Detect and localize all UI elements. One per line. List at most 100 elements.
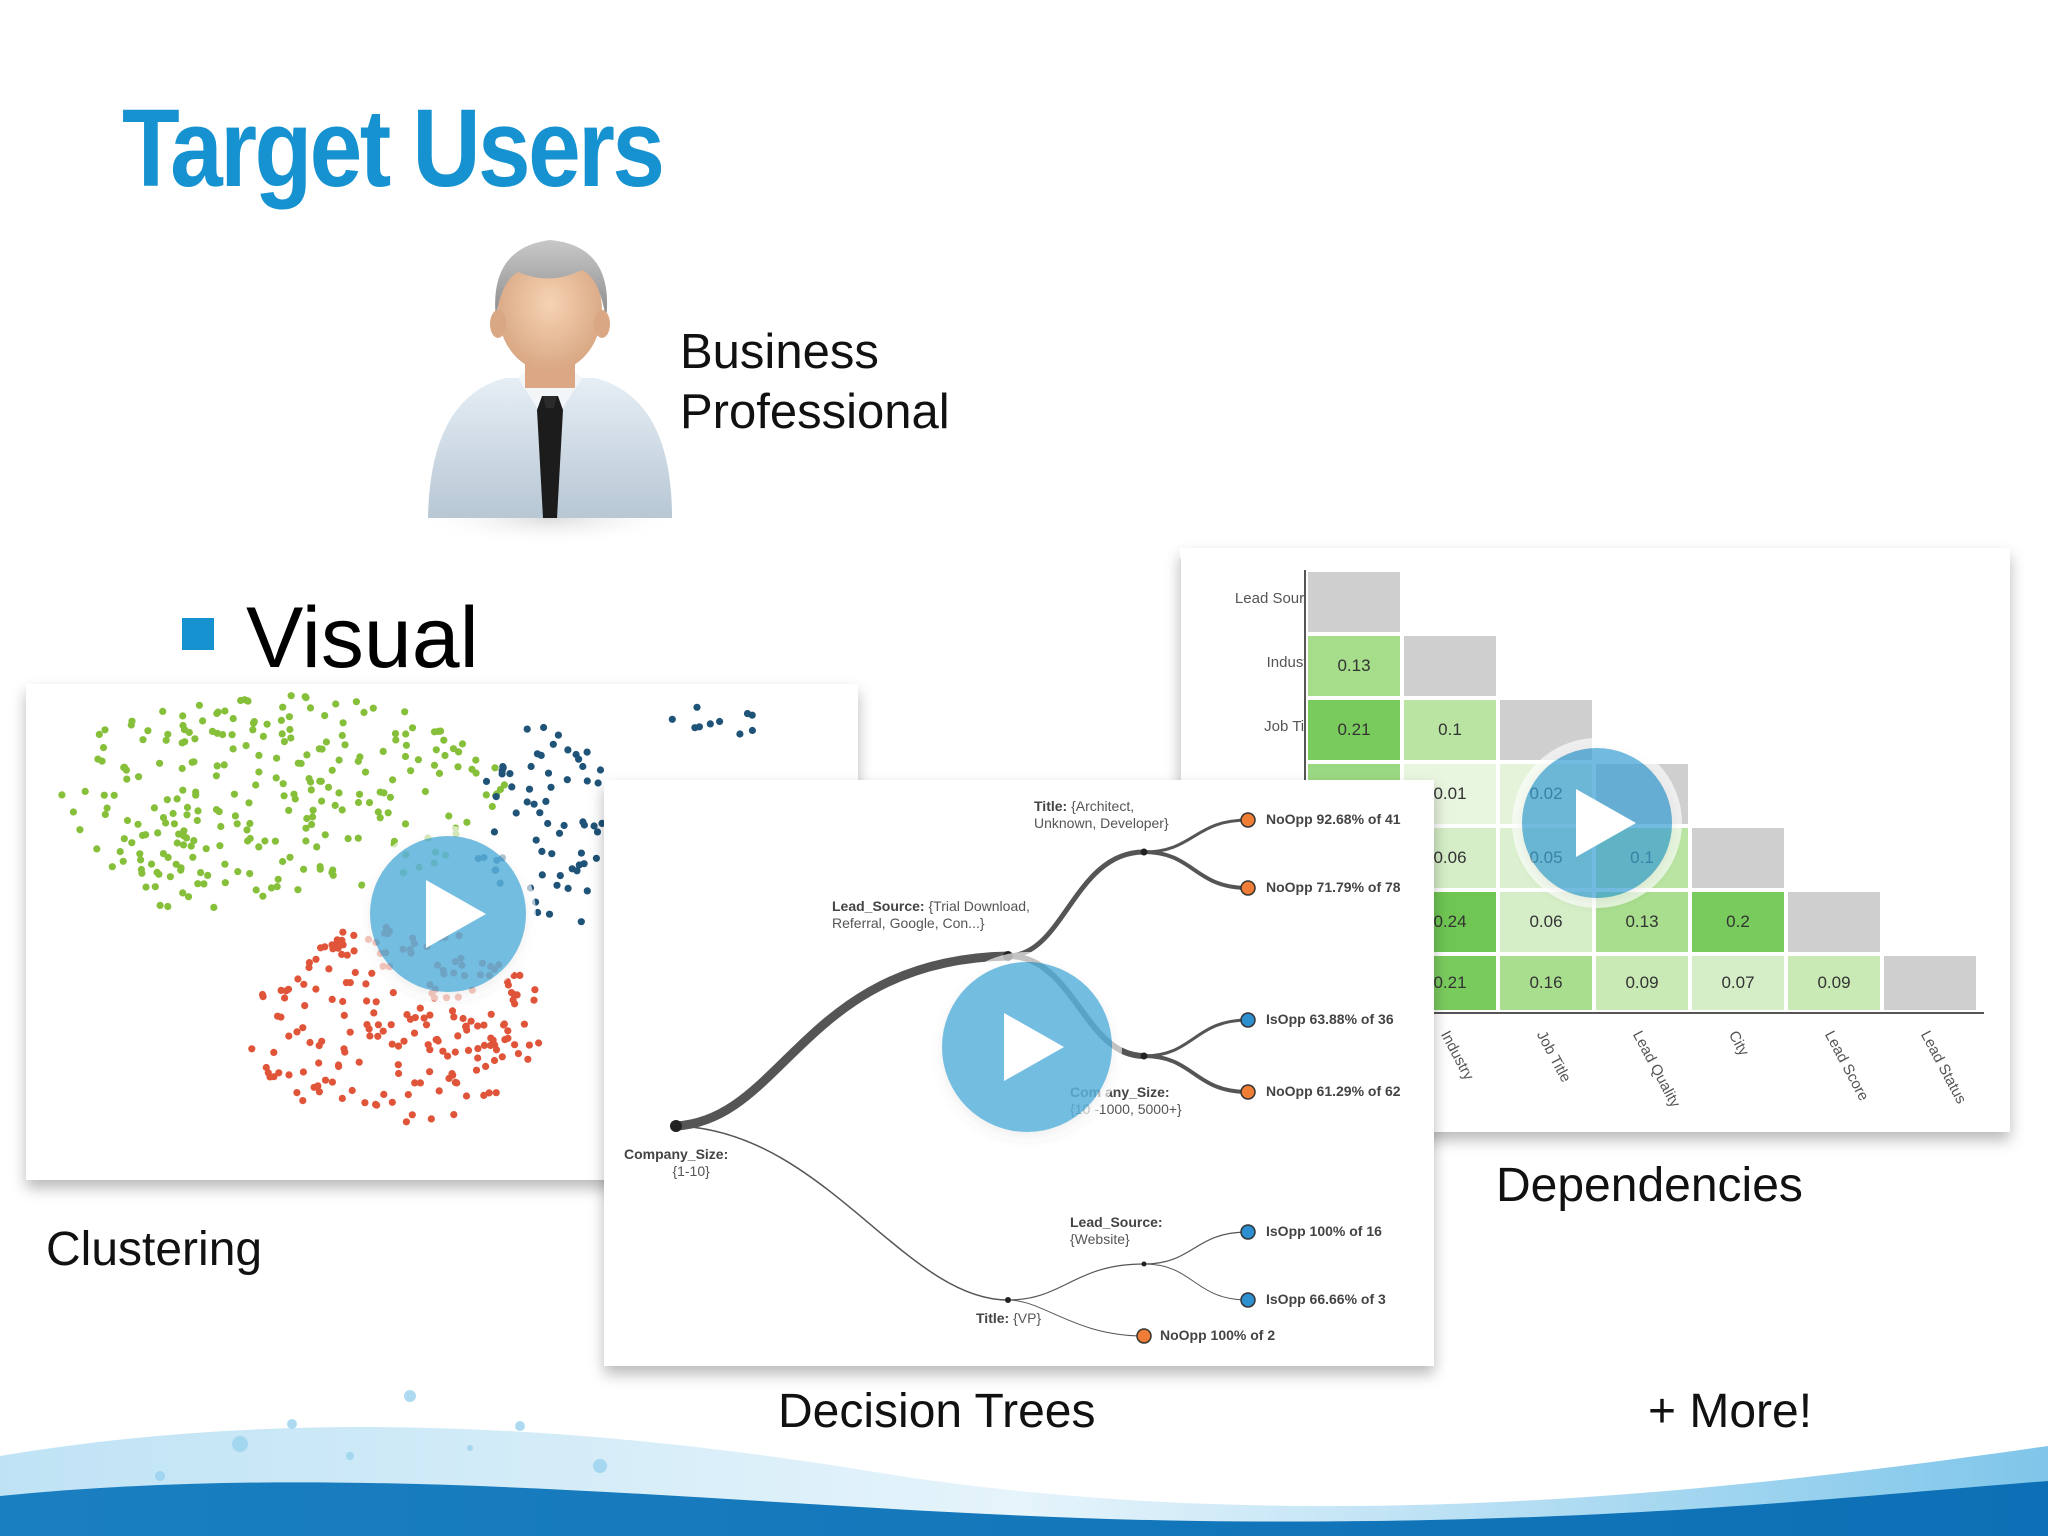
scatter-point — [194, 880, 202, 888]
scatter-point — [241, 696, 249, 704]
scatter-point — [580, 821, 589, 829]
scatter-point — [363, 1021, 371, 1029]
scatter-point — [214, 708, 222, 716]
scatter-point — [474, 1022, 482, 1030]
scatter-point — [164, 730, 172, 738]
scatter-point — [408, 1111, 416, 1119]
scatter-point — [459, 1014, 467, 1023]
scatter-point — [221, 860, 229, 868]
tree-leaf: IsOpp 66.66% of 3 — [1266, 1291, 1386, 1307]
scatter-point — [220, 761, 228, 769]
scatter-point — [230, 790, 238, 798]
scatter-point — [344, 835, 352, 843]
scatter-point — [449, 745, 458, 753]
scatter-point — [480, 1091, 488, 1099]
scatter-point — [547, 783, 555, 791]
scatter-point — [430, 761, 439, 769]
play-button-clustering[interactable] — [370, 836, 526, 992]
scatter-point — [369, 704, 377, 712]
scatter-point — [511, 1041, 519, 1049]
scatter-point — [155, 870, 163, 878]
scatter-point — [537, 751, 545, 759]
scatter-point — [187, 842, 195, 850]
scatter-point — [500, 1020, 508, 1028]
scatter-point — [380, 1090, 388, 1098]
scatter-point — [364, 935, 373, 943]
scatter-point — [553, 881, 561, 889]
scatter-point — [301, 693, 309, 701]
dependencies-panel[interactable]: Lead Source Industry Job Title 0.13 0.21… — [1180, 548, 2010, 1132]
scatter-point — [549, 740, 557, 748]
play-icon — [1004, 1013, 1064, 1081]
scatter-point — [544, 819, 552, 828]
scatter-point — [294, 975, 302, 983]
play-button-dependencies[interactable] — [1522, 748, 1672, 898]
scatter-point — [312, 985, 320, 993]
scatter-point — [204, 871, 212, 879]
scatter-point — [563, 776, 571, 784]
tree-leaf: NoOpp 100% of 2 — [1160, 1327, 1276, 1343]
slide-title: Target Users — [122, 87, 665, 210]
scatter-point — [189, 853, 197, 861]
heatmap-cell — [1786, 890, 1882, 954]
scatter-point — [492, 1089, 500, 1097]
scatter-point — [527, 762, 535, 771]
scatter-point — [284, 985, 293, 993]
scatter-point — [487, 1010, 495, 1018]
heatmap-col-label: City — [1724, 1028, 1753, 1059]
persona-line-2: Professional — [680, 385, 950, 439]
scatter-point — [328, 941, 336, 949]
scatter-point — [163, 796, 171, 804]
scatter-point — [577, 849, 586, 857]
scatter-point — [307, 786, 315, 794]
scatter-point — [355, 1058, 363, 1066]
scatter-point — [173, 839, 181, 847]
scatter-point — [255, 768, 263, 776]
scatter-point — [523, 725, 531, 733]
play-button-decision-tree[interactable] — [942, 962, 1112, 1132]
caption-decision-trees: Decision Trees — [778, 1385, 1096, 1438]
scatter-point — [526, 884, 535, 892]
scatter-point — [123, 775, 131, 783]
tree-node-name: Lead_Source: — [832, 898, 925, 914]
scatter-point — [335, 756, 343, 764]
scatter-point — [401, 752, 410, 761]
scatter-point — [384, 809, 392, 817]
tree-node-name: Title: — [976, 1310, 1010, 1326]
scatter-point — [285, 1032, 293, 1040]
scatter-point — [372, 1100, 380, 1108]
scatter-point — [339, 928, 347, 936]
scatter-point — [309, 806, 317, 814]
heatmap-cell: 0.06 — [1498, 890, 1594, 954]
scatter-point — [339, 719, 347, 727]
scatter-point — [259, 892, 267, 900]
scatter-point — [190, 758, 198, 766]
scatter-point — [580, 860, 588, 868]
scatter-point — [524, 1055, 532, 1063]
scatter-point — [305, 775, 313, 783]
heatmap-col-label: Lead Score — [1820, 1028, 1873, 1104]
scatter-point — [482, 777, 491, 785]
scatter-point — [144, 727, 152, 735]
scatter-point — [300, 980, 308, 988]
scatter-point — [178, 764, 186, 773]
scatter-point — [285, 1071, 293, 1079]
decision-tree-panel[interactable]: Company_Size: {1-10} Lead_Source: {Trial… — [604, 780, 1434, 1366]
scatter-point — [190, 837, 198, 845]
scatter-point — [159, 814, 168, 822]
scatter-point — [564, 884, 572, 892]
heatmap-col-label: Lead Quality — [1628, 1028, 1684, 1111]
scatter-point — [135, 773, 143, 781]
scatter-point — [309, 813, 317, 821]
scatter-point — [432, 746, 440, 754]
scatter-point — [200, 880, 208, 888]
scatter-point — [139, 736, 147, 744]
scatter-point — [462, 1092, 471, 1100]
scatter-point — [464, 1046, 473, 1054]
scatter-point — [215, 808, 223, 816]
scatter-point — [394, 1042, 403, 1050]
scatter-point — [354, 834, 362, 842]
scatter-point — [500, 781, 508, 789]
scatter-point — [299, 1097, 307, 1105]
